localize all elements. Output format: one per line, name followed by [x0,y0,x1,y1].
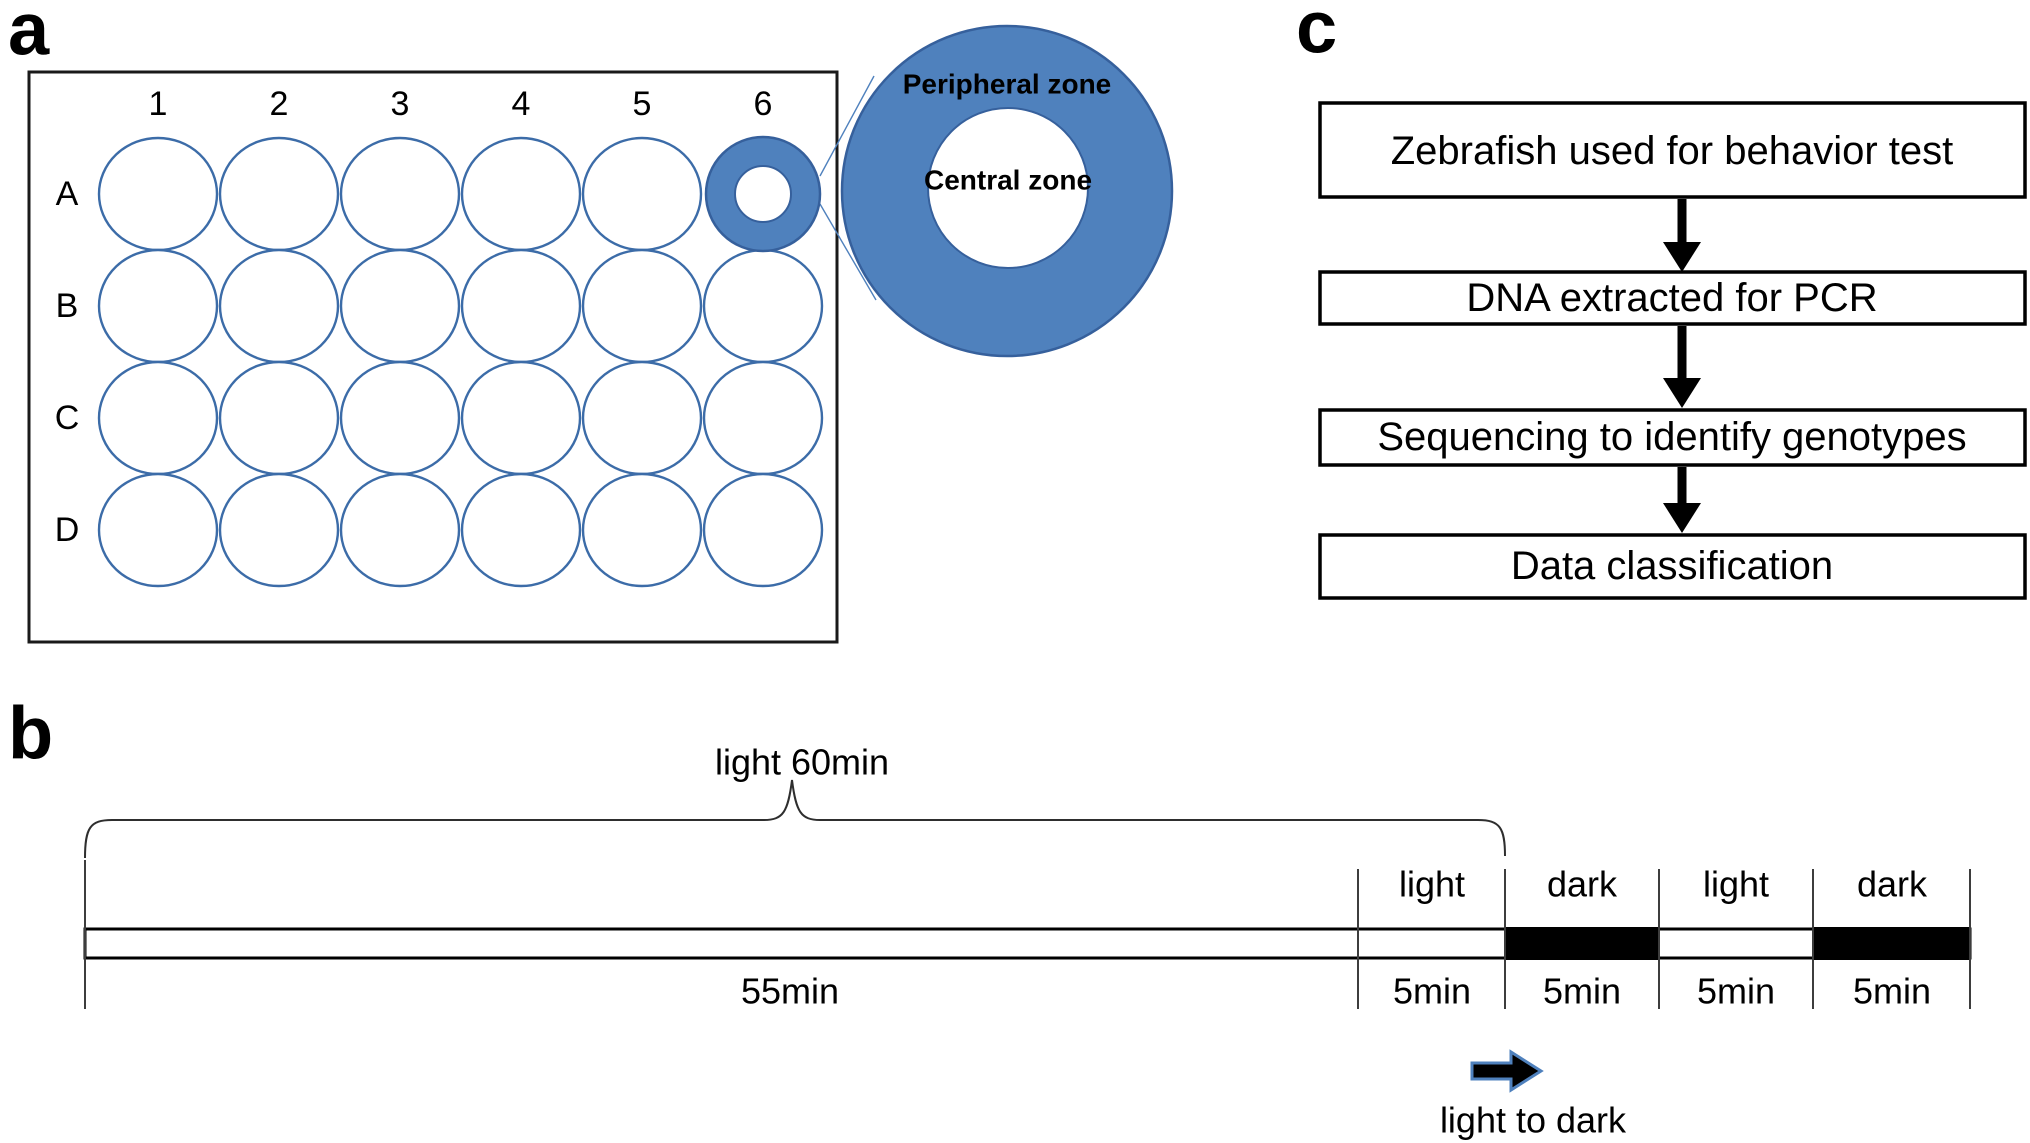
well [581,360,703,476]
well [702,248,824,364]
well [97,360,219,476]
plate-row-label: C [55,399,80,437]
well [460,360,582,476]
segment-duration-label: 5min [1697,971,1775,1012]
well [581,248,703,364]
well [339,472,461,588]
plate-column-label: 6 [754,85,773,123]
magnifier-line [819,75,875,177]
well [218,472,340,588]
plate-column-label: 5 [633,85,652,123]
light60-label: light 60min [715,742,889,783]
plate-row-label: B [56,287,79,325]
flow-arrow-head-icon [1663,378,1701,408]
segment-duration-label: 5min [1853,971,1931,1012]
segment-phase-label: light [1399,864,1465,905]
well [218,360,340,476]
timeline-dark-segment [1505,927,1659,960]
magnifier-line [819,203,877,301]
well [218,248,340,364]
well [460,136,582,252]
segment-phase-label: light [1703,864,1769,905]
segment-duration-label: 5min [1393,971,1471,1012]
plate-column-label: 4 [512,85,531,123]
well [97,136,219,252]
segment-phase-label: dark [1857,864,1928,905]
baseline-duration-label: 55min [741,971,839,1012]
panel-b-label: b [8,692,53,775]
segment-phase-label: dark [1547,864,1618,905]
plate-row-label: D [55,511,80,549]
flow-arrow-head-icon [1663,503,1701,533]
well [97,248,219,364]
well-plate-outline [27,70,839,644]
well [702,472,824,588]
well [581,136,703,252]
well [339,360,461,476]
well [97,472,219,588]
timeline-bar [83,927,1972,960]
transition-label: light to dark [1440,1100,1627,1141]
panel-c-label: c [1296,0,1337,69]
plate-row-label: A [56,175,79,213]
flow-box [1318,408,2027,467]
well [460,472,582,588]
flow-box [1318,270,2027,326]
flow-step-label: Data classification [1511,544,1833,588]
timeline-dark-segment [1813,927,1970,960]
flow-step-label: Sequencing to identify genotypes [1377,415,1966,459]
well [218,136,340,252]
segment-duration-label: 5min [1543,971,1621,1012]
plate-column-label: 3 [391,85,410,123]
well [339,136,461,252]
flow-arrow-head-icon [1663,242,1701,272]
flow-step-label: DNA extracted for PCR [1466,276,1877,320]
highlighted-well-center [734,165,792,223]
well [460,248,582,364]
central-zone-label: Central zone [924,165,1092,196]
well [702,360,824,476]
panel-a-label: a [8,0,50,71]
plate-column-label: 1 [149,85,168,123]
flow-step-label: Zebrafish used for behavior test [1391,129,1954,173]
plate-column-label: 2 [270,85,289,123]
flow-box [1318,101,2027,199]
transition-arrow-icon [1470,1049,1544,1093]
light60-brace [84,779,1506,859]
flow-box [1318,533,2027,600]
well [339,248,461,364]
well [581,472,703,588]
zoomed-well-center [927,107,1089,269]
peripheral-zone-label: Peripheral zone [903,69,1112,100]
